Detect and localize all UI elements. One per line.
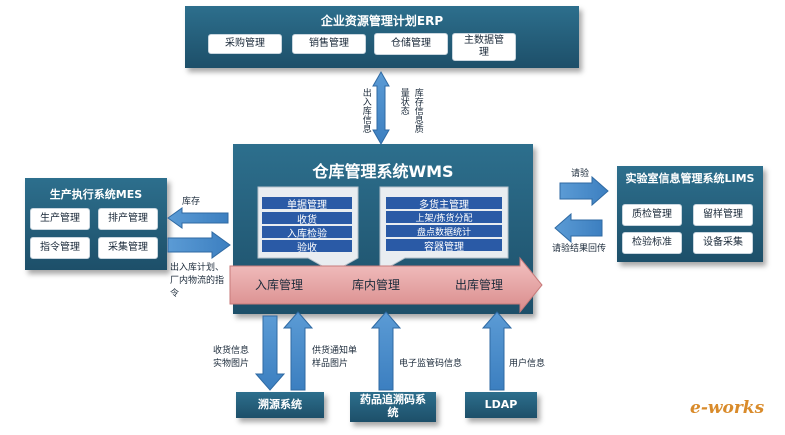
mes-plan-arrow	[167, 231, 231, 259]
lims-system-box: 实验室信息管理系统LIMS 质检管理 留样管理 检验标准 设备采集	[617, 166, 763, 262]
drug-up-arrow	[370, 311, 402, 391]
label-lims-request: 请验	[571, 169, 590, 179]
trace-up-arrow	[282, 311, 314, 391]
mes-module-instruction: 指令管理	[30, 237, 90, 259]
drug-trace-system-box: 药品追溯码系统	[350, 392, 436, 422]
erp-module-procurement: 采购管理	[208, 34, 282, 54]
wms-title: 仓库管理系统WMS	[312, 162, 454, 181]
label-erp-inventory: 库存信息质	[412, 88, 423, 133]
lims-title: 实验室信息管理系统LIMS	[625, 172, 755, 185]
flow-inbound: 入库管理	[255, 278, 304, 292]
erp-module-warehousing: 仓储管理	[374, 33, 448, 55]
flow-in-warehouse: 库内管理	[352, 278, 401, 292]
trace-system-box: 溯源系统	[236, 392, 324, 418]
erp-system-box: 企业资源管理计划ERP 采购管理 销售管理 仓储管理 主数据管理	[185, 6, 579, 68]
lims-module-equipment: 设备采集	[693, 232, 753, 254]
label-trace-up: 供货通知单样品图片	[312, 346, 358, 370]
lims-result-arrow	[554, 212, 603, 244]
ldap-up-arrow	[481, 311, 513, 391]
label-mes-inventory: 库存	[182, 197, 201, 207]
mes-system-box: 生产执行系统MES 生产管理 排产管理 指令管理 采集管理	[25, 178, 167, 270]
mes-module-scheduling: 排产管理	[98, 208, 158, 230]
wms-left-item-documents: 单据管理	[262, 197, 352, 211]
label-mes-plan: 出入库计划、厂内物流的指令	[170, 263, 225, 300]
label-lims-result: 请验结果回传	[552, 244, 607, 254]
erp-title: 企业资源管理计划ERP	[320, 14, 444, 28]
mes-module-collection: 采集管理	[98, 237, 158, 259]
wms-right-item-stocktake: 盘点数据统计	[386, 225, 502, 238]
mes-title: 生产执行系统MES	[49, 188, 143, 201]
wms-right-item-putaway: 上架/拣货分配	[386, 211, 502, 224]
mes-inventory-arrow	[167, 207, 229, 229]
label-drug: 电子监管码信息	[399, 359, 463, 369]
erp-wms-double-arrow	[372, 70, 390, 146]
erp-module-master-data: 主数据管理	[452, 33, 516, 61]
lims-module-sample: 留样管理	[693, 204, 753, 226]
erp-module-sales: 销售管理	[292, 34, 366, 54]
wms-left-item-acceptance: 验收	[262, 240, 352, 254]
wms-left-item-inspection: 入库检验	[262, 226, 352, 240]
lims-module-standard: 检验标准	[622, 232, 682, 254]
lims-module-quality: 质检管理	[622, 204, 682, 226]
wms-left-item-receiving: 收货	[262, 212, 352, 226]
lims-request-arrow	[559, 175, 609, 207]
flow-outbound: 出库管理	[455, 278, 504, 292]
label-erp-inout-info: 出入库信息	[360, 88, 371, 133]
wms-right-item-container: 容器管理	[386, 239, 502, 253]
wms-right-item-multi-owner: 多货主管理	[386, 197, 502, 211]
label-trace-down: 收货信息实物图片	[213, 346, 250, 370]
label-ldap: 用户信息	[509, 359, 546, 369]
ldap-system-box: LDAP	[465, 392, 537, 418]
trace-down-arrow	[254, 315, 286, 391]
mes-module-production: 生产管理	[30, 208, 90, 230]
eworks-logo: e-works	[690, 398, 765, 418]
label-erp-status: 量状态	[398, 88, 409, 115]
